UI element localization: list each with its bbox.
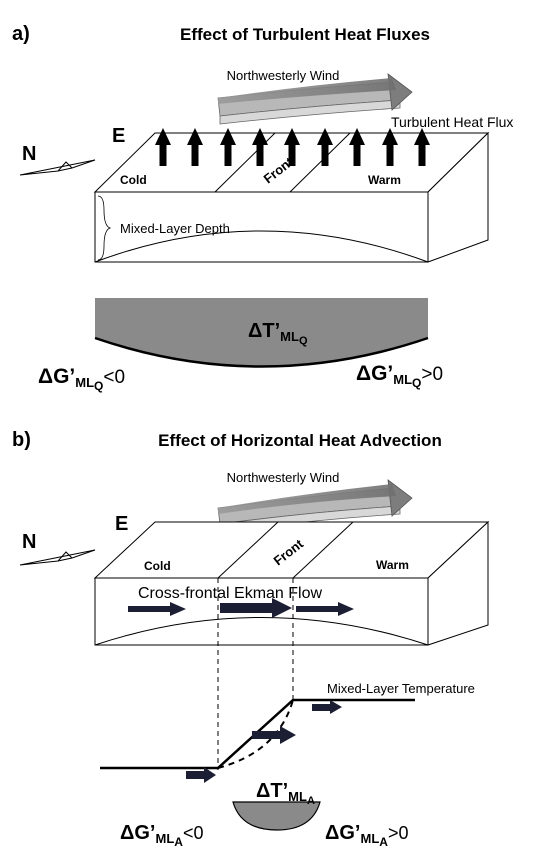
advection-arrows xyxy=(186,700,342,783)
dG-right-label-a: ΔG’MLQ>0 xyxy=(356,362,443,390)
ekman-label: Cross-frontal Ekman Flow xyxy=(138,585,322,602)
compass-n-a: N xyxy=(22,143,36,165)
panel-b: b) Effect of Horizontal Heat Advection N… xyxy=(12,429,490,849)
cold-label-b: Cold xyxy=(144,559,171,573)
compass-n-b: N xyxy=(22,531,36,553)
dT-label-b: ΔT’MLA xyxy=(256,780,315,807)
mixed-layer-box-a xyxy=(93,131,490,263)
panel-a-title: Effect of Turbulent Heat Fluxes xyxy=(180,25,430,44)
cold-label-a: Cold xyxy=(120,173,147,187)
wind-label-b: Northwesterly Wind xyxy=(227,470,340,485)
panel-a-letter: a) xyxy=(12,23,30,45)
flux-label: Turbulent Heat Flux xyxy=(391,114,513,130)
mld-brace xyxy=(97,195,112,261)
compass-e-a: E xyxy=(112,125,125,147)
warm-label-b: Warm xyxy=(376,558,409,572)
mld-label: Mixed-Layer Depth xyxy=(120,221,230,236)
panel-b-title: Effect of Horizontal Heat Advection xyxy=(158,431,442,450)
wind-label-a: Northwesterly Wind xyxy=(227,68,340,83)
temp-label: Mixed-Layer Temperature xyxy=(327,681,475,696)
dG-left-label-a: ΔG’MLQ<0 xyxy=(38,365,125,393)
dG-right-label-b: ΔG’MLA>0 xyxy=(325,822,408,849)
panel-b-letter: b) xyxy=(12,429,31,451)
front-projection-lines xyxy=(217,578,294,770)
compass-e-b: E xyxy=(115,513,128,535)
wind-arrow-a xyxy=(217,73,413,125)
dT-label-a: ΔT’MLQ xyxy=(248,320,308,347)
temperature-anomaly-shape-a xyxy=(95,298,428,367)
ekman-flow-arrows xyxy=(128,598,354,618)
dG-left-label-b: ΔG’MLA<0 xyxy=(120,822,203,849)
compass-a: N E xyxy=(19,125,125,176)
temperature-anomaly-shape-b xyxy=(232,801,321,831)
turbulent-heat-flux-arrows xyxy=(155,128,430,166)
compass-b: N E xyxy=(19,513,128,566)
warm-label-a: Warm xyxy=(368,173,401,187)
panel-a: a) Effect of Turbulent Heat Fluxes North… xyxy=(12,23,513,393)
